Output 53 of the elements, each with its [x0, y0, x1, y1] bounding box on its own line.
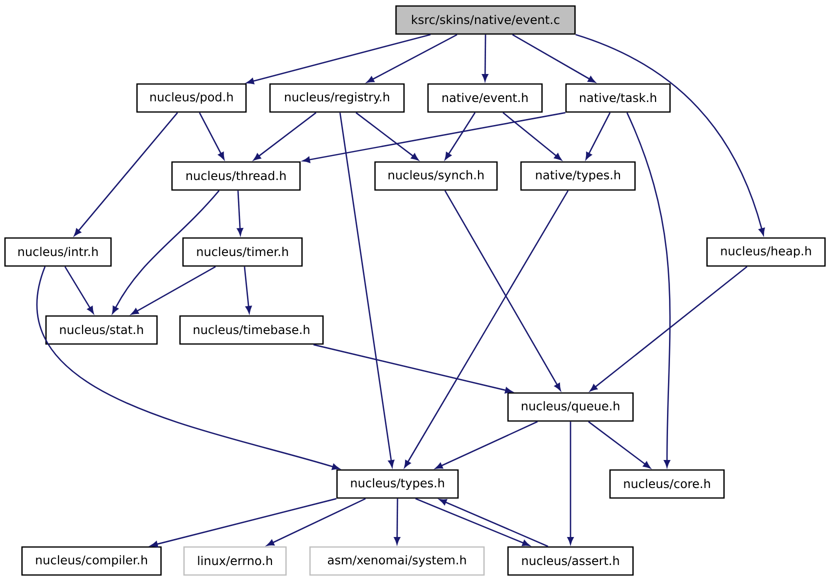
arrow: [150, 498, 336, 548]
header-file-box: native/task.h: [565, 83, 671, 113]
arrow: [131, 266, 216, 315]
header-file-box: native/event.h: [427, 83, 543, 113]
arrow: [590, 266, 748, 392]
header-file-box: nucleus/registry.h: [269, 83, 405, 113]
arrow: [502, 112, 562, 160]
arrow: [626, 112, 671, 468]
header-file-box: nucleus/queue.h: [507, 392, 634, 422]
header-file-box: linux/errno.h: [183, 546, 287, 576]
arrow: [313, 344, 512, 394]
header-file-box: nucleus/intr.h: [4, 237, 112, 267]
arrow: [575, 34, 765, 236]
arrow: [356, 112, 419, 160]
arrow: [415, 498, 530, 546]
arrow: [439, 499, 548, 547]
arrow: [253, 112, 316, 160]
header-file-box: nucleus/types.h: [336, 469, 459, 499]
header-file-box: native/types.h: [520, 161, 636, 191]
arrow: [339, 112, 394, 468]
header-file-box: nucleus/compiler.h: [21, 546, 162, 576]
header-file-box: nucleus/timer.h: [182, 237, 303, 267]
header-file-box: nucleus/timebase.h: [179, 315, 324, 345]
arrow: [236, 190, 244, 236]
arrow: [74, 112, 178, 236]
header-file-box: nucleus/heap.h: [706, 237, 826, 267]
arrow: [586, 112, 611, 160]
arrow: [246, 34, 431, 84]
arrow: [444, 112, 476, 160]
arrow: [588, 421, 651, 468]
arrow: [64, 266, 94, 314]
arrow: [36, 266, 340, 470]
arrow: [444, 190, 561, 391]
header-file-box: nucleus/synch.h: [374, 161, 498, 191]
source-file-box: ksrc/skins/native/event.c: [395, 5, 576, 35]
header-file-box: nucleus/stat.h: [45, 315, 158, 345]
arrow: [198, 112, 224, 160]
header-file-box: nucleus/assert.h: [507, 546, 634, 576]
arrow: [394, 498, 400, 544]
arrow: [482, 34, 488, 82]
arrow: [366, 34, 458, 83]
header-file-box: asm/xenomai/system.h: [309, 546, 485, 576]
arrow: [266, 498, 366, 546]
arrow: [567, 422, 574, 544]
header-file-box: nucleus/thread.h: [171, 161, 301, 191]
header-file-box: nucleus/pod.h: [136, 83, 247, 113]
arrow: [435, 421, 538, 469]
arrow: [302, 112, 566, 163]
arrow: [244, 266, 252, 314]
header-file-box: nucleus/core.h: [609, 469, 725, 499]
arrow: [404, 190, 569, 468]
arrow: [112, 190, 220, 314]
arrow: [512, 34, 596, 83]
